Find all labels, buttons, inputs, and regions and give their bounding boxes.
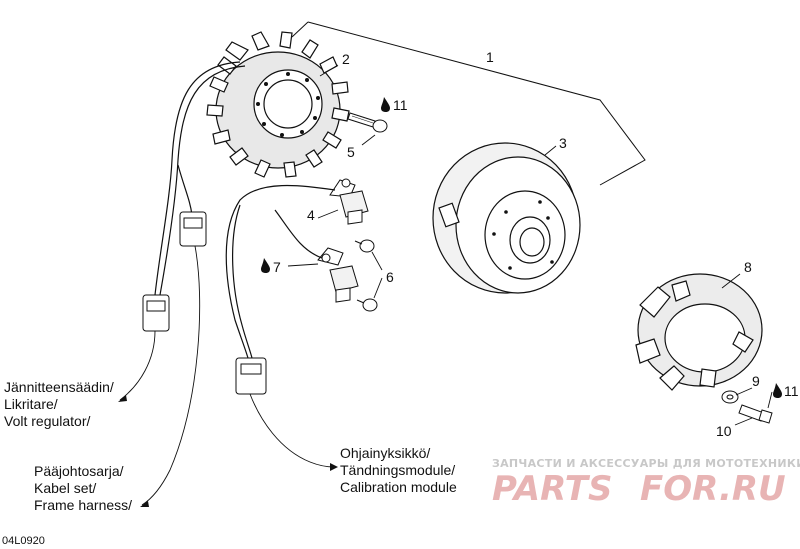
watermark-tagline: ЗАПЧАСТИ И АКСЕССУАРЫ ДЛЯ МОТОТЕХНИКИ [492, 457, 800, 470]
pickup-sensor-lower [317, 247, 359, 303]
frame-harness-label-line1: Pääjohtosarja/ [34, 463, 124, 479]
sensor-screw-upper [354, 239, 375, 253]
watermark-brand-right: FOR.RU [640, 469, 786, 509]
calibration-module-label-line1: Ohjainyksikkö/ [340, 445, 430, 461]
drawing-code: 04L0920 [2, 535, 45, 547]
sensor-screw-lower [356, 298, 378, 312]
callout-10: 10 [716, 423, 732, 439]
watermark-brand-left: PARTS [492, 469, 612, 509]
assembly-bracket [291, 21, 646, 186]
calibration-module-connector [235, 357, 267, 395]
pickup-sensor-upper [329, 178, 369, 225]
leader-lines [119, 64, 773, 506]
callout-11-stator: 11 [393, 97, 408, 113]
washer [721, 390, 739, 404]
frame-harness-label-line3: Frame harness/ [34, 497, 132, 513]
watermark: ЗАПЧАСТИ И АКСЕССУАРЫ ДЛЯ МОТОТЕХНИКИ PA… [492, 457, 800, 509]
callout-9: 9 [752, 373, 760, 389]
oil-drop-icon [261, 258, 270, 273]
sensor-wiring [225, 184, 336, 359]
rotor-flywheel [432, 142, 581, 294]
trigger-coil [635, 273, 763, 391]
frame-harness-label: Pääjohtosarja/ Kabel set/ Frame harness/ [34, 463, 132, 513]
calibration-module-label-line3: Calibration module [340, 479, 457, 495]
voltage-regulator-label: Jännitteensäädin/ Likritare/ Volt regula… [4, 379, 114, 429]
callout-6: 6 [386, 269, 394, 285]
calibration-module-label-line2: Tändningsmodule/ [340, 462, 455, 478]
frame-harness-label-line2: Kabel set/ [34, 480, 96, 496]
callout-7: 7 [273, 259, 281, 275]
callout-2: 2 [342, 51, 350, 67]
voltage-regulator-label-line3: Volt regulator/ [4, 413, 90, 429]
voltage-regulator-label-line1: Jännitteensäädin/ [4, 379, 114, 395]
stator [206, 31, 350, 178]
stator-screw [347, 112, 388, 133]
callout-3: 3 [559, 135, 567, 151]
callout-11-flywheel: 11 [784, 383, 799, 399]
flywheel-bolt [738, 404, 773, 424]
voltage-regulator-connector [142, 294, 170, 332]
callout-5: 5 [347, 144, 355, 160]
frame-harness-connector [179, 211, 207, 247]
callout-4: 4 [307, 207, 315, 223]
stator-wiring [154, 61, 246, 296]
oil-drop-icon [773, 383, 782, 398]
callout-8: 8 [744, 259, 752, 275]
calibration-module-label: Ohjainyksikkö/ Tändningsmodule/ Calibrat… [340, 445, 457, 495]
arrowheads [118, 395, 338, 507]
oil-drop-icon [381, 97, 390, 112]
callout-1: 1 [486, 49, 494, 65]
voltage-regulator-label-line2: Likritare/ [4, 396, 58, 412]
